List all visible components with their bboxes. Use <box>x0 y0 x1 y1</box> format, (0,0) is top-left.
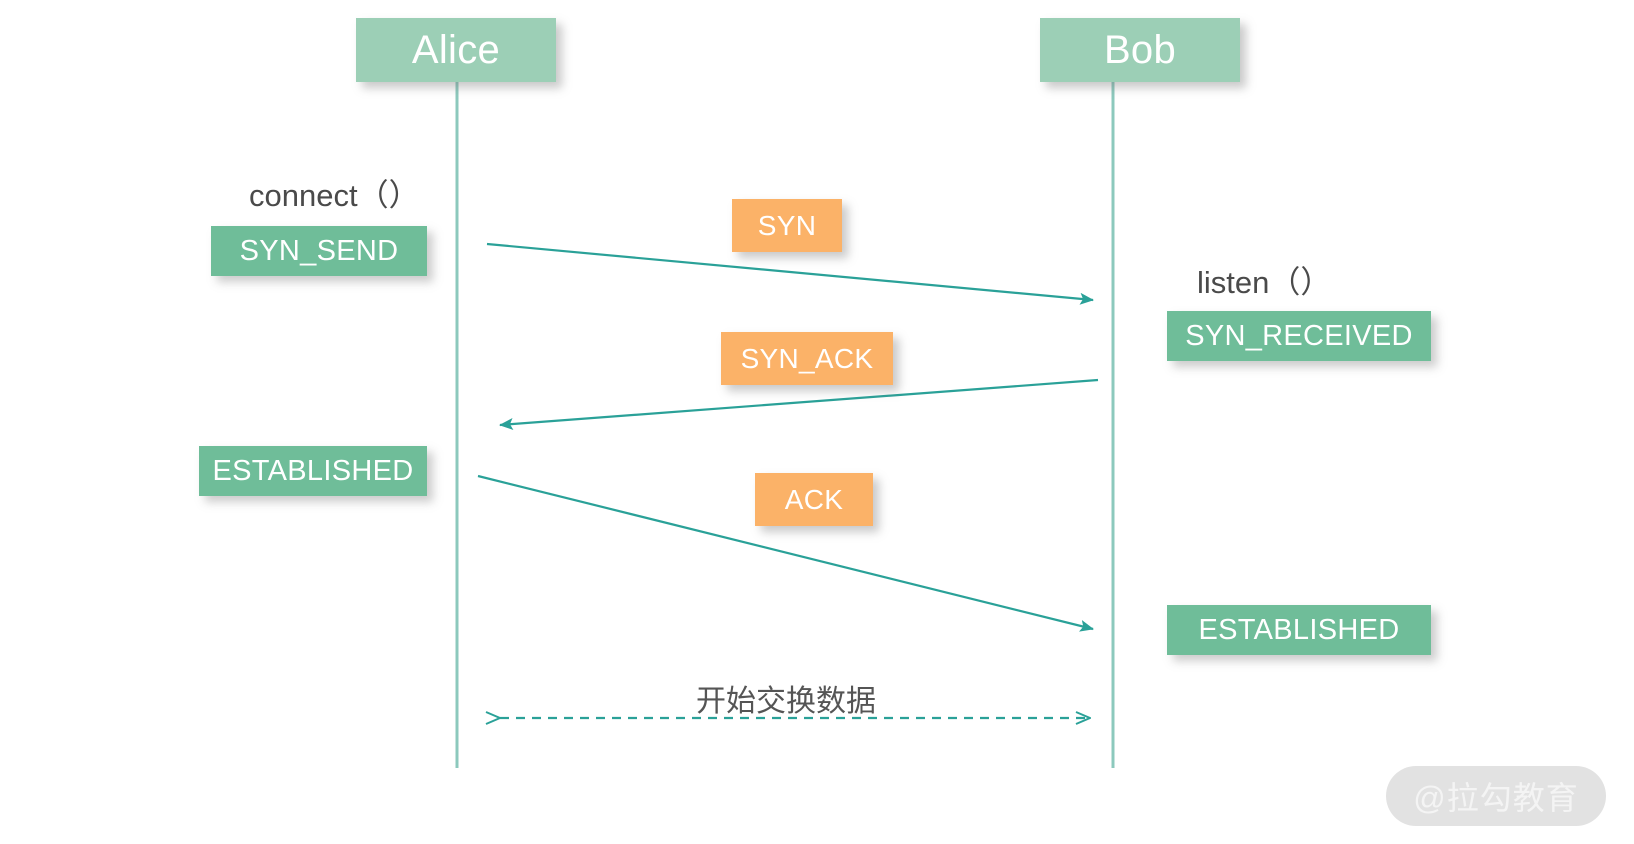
state-badge-established-right-label: ESTABLISHED <box>1198 613 1400 646</box>
participant-alice[interactable]: Alice <box>356 18 556 82</box>
message-label-syn-ack-text: SYN_ACK <box>740 342 874 374</box>
message-label-ack[interactable]: ACK <box>755 473 873 526</box>
participant-bob[interactable]: Bob <box>1040 18 1240 82</box>
state-badge-syn-send[interactable]: SYN_SEND <box>211 226 427 276</box>
message-label-syn-ack[interactable]: SYN_ACK <box>721 332 893 385</box>
state-badge-established-left-label: ESTABLISHED <box>212 454 414 487</box>
watermark: @拉勾教育 <box>1386 766 1606 826</box>
message-label-syn[interactable]: SYN <box>732 199 842 252</box>
participant-alice-label: Alice <box>411 27 501 72</box>
watermark-text: @拉勾教育 <box>1413 780 1579 816</box>
message-label-syn-text: SYN <box>757 209 817 241</box>
participant-bob-label: Bob <box>1103 27 1177 72</box>
arrow-syn <box>486 242 1094 305</box>
state-badge-syn-send-label: SYN_SEND <box>239 234 399 267</box>
connect-call-text: connect（） <box>249 178 420 213</box>
arrow-ack <box>477 474 1094 632</box>
arrow-syn-ack <box>499 378 1099 431</box>
state-badge-established-left[interactable]: ESTABLISHED <box>199 446 427 496</box>
state-badge-syn-received[interactable]: SYN_RECEIVED <box>1167 311 1431 361</box>
state-badge-established-right[interactable]: ESTABLISHED <box>1167 605 1431 655</box>
message-label-data-exchange: 开始交换数据 <box>696 685 876 718</box>
state-badge-syn-received-label: SYN_RECEIVED <box>1185 319 1413 352</box>
listen-call-text: listen（） <box>1197 265 1332 300</box>
message-label-ack-text: ACK <box>784 483 844 515</box>
